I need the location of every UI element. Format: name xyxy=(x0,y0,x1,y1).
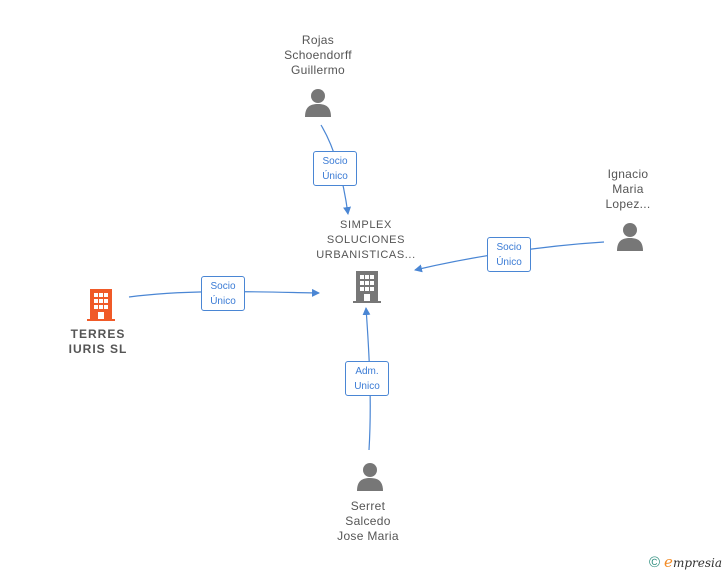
node-label-line: URBANISTICAS... xyxy=(316,249,416,261)
copyright-icon: © xyxy=(648,553,661,571)
node-label-line: SOLUCIONES xyxy=(326,234,406,246)
edge-label-terres-simplex[interactable]: Socio Único xyxy=(201,276,245,311)
brand-name: mpresia xyxy=(672,556,722,570)
node-label-terres: TERRES IURIS SL xyxy=(48,327,148,357)
node-label-line: Guillermo xyxy=(290,63,346,77)
node-label-line: Serret xyxy=(350,499,386,513)
node-label-line: SIMPLEX xyxy=(340,219,392,231)
node-label-line: Lopez... xyxy=(605,197,651,211)
person-icon[interactable] xyxy=(356,462,384,497)
node-label-line: Jose Maria xyxy=(337,529,399,543)
edge-label-rojas-simplex[interactable]: Socio Único xyxy=(313,151,357,186)
node-label-simplex: SIMPLEX SOLUCIONES URBANISTICAS... xyxy=(306,218,426,263)
brand-logo[interactable]: empresia xyxy=(664,553,722,571)
edge-label-line: Único xyxy=(322,171,348,182)
building-icon[interactable] xyxy=(86,288,116,326)
node-label-ignacio: Ignacio Maria Lopez... xyxy=(578,167,678,212)
edge-label-line: Socio xyxy=(210,281,236,292)
node-label-line: Rojas xyxy=(301,33,335,47)
person-icon[interactable] xyxy=(304,88,332,123)
edge-label-line: Socio xyxy=(496,242,522,253)
node-label-line: Maria xyxy=(612,182,644,196)
node-label-line: Schoendorff xyxy=(284,48,352,62)
edge-label-line: Único xyxy=(496,257,522,268)
edge-label-serret-simplex[interactable]: Adm. Unico xyxy=(345,361,389,396)
edge-label-line: Socio xyxy=(322,156,348,167)
edge-label-ignacio-simplex[interactable]: Socio Único xyxy=(487,237,531,272)
node-label-rojas: Rojas Schoendorff Guillermo xyxy=(268,33,368,78)
person-icon[interactable] xyxy=(616,222,644,257)
building-icon[interactable] xyxy=(352,270,382,308)
footer-brand: © empresia xyxy=(649,553,722,571)
node-label-line: Salcedo xyxy=(345,514,391,528)
node-label-serret: Serret Salcedo Jose Maria xyxy=(318,499,418,544)
node-label-line: IURIS SL xyxy=(68,342,128,356)
node-label-line: Ignacio xyxy=(607,167,649,181)
brand-initial: e xyxy=(664,553,673,571)
edge-label-line: Unico xyxy=(354,381,380,392)
edge-label-line: Único xyxy=(210,296,236,307)
node-label-line: TERRES xyxy=(70,327,126,341)
edge-label-line: Adm. xyxy=(355,366,379,377)
